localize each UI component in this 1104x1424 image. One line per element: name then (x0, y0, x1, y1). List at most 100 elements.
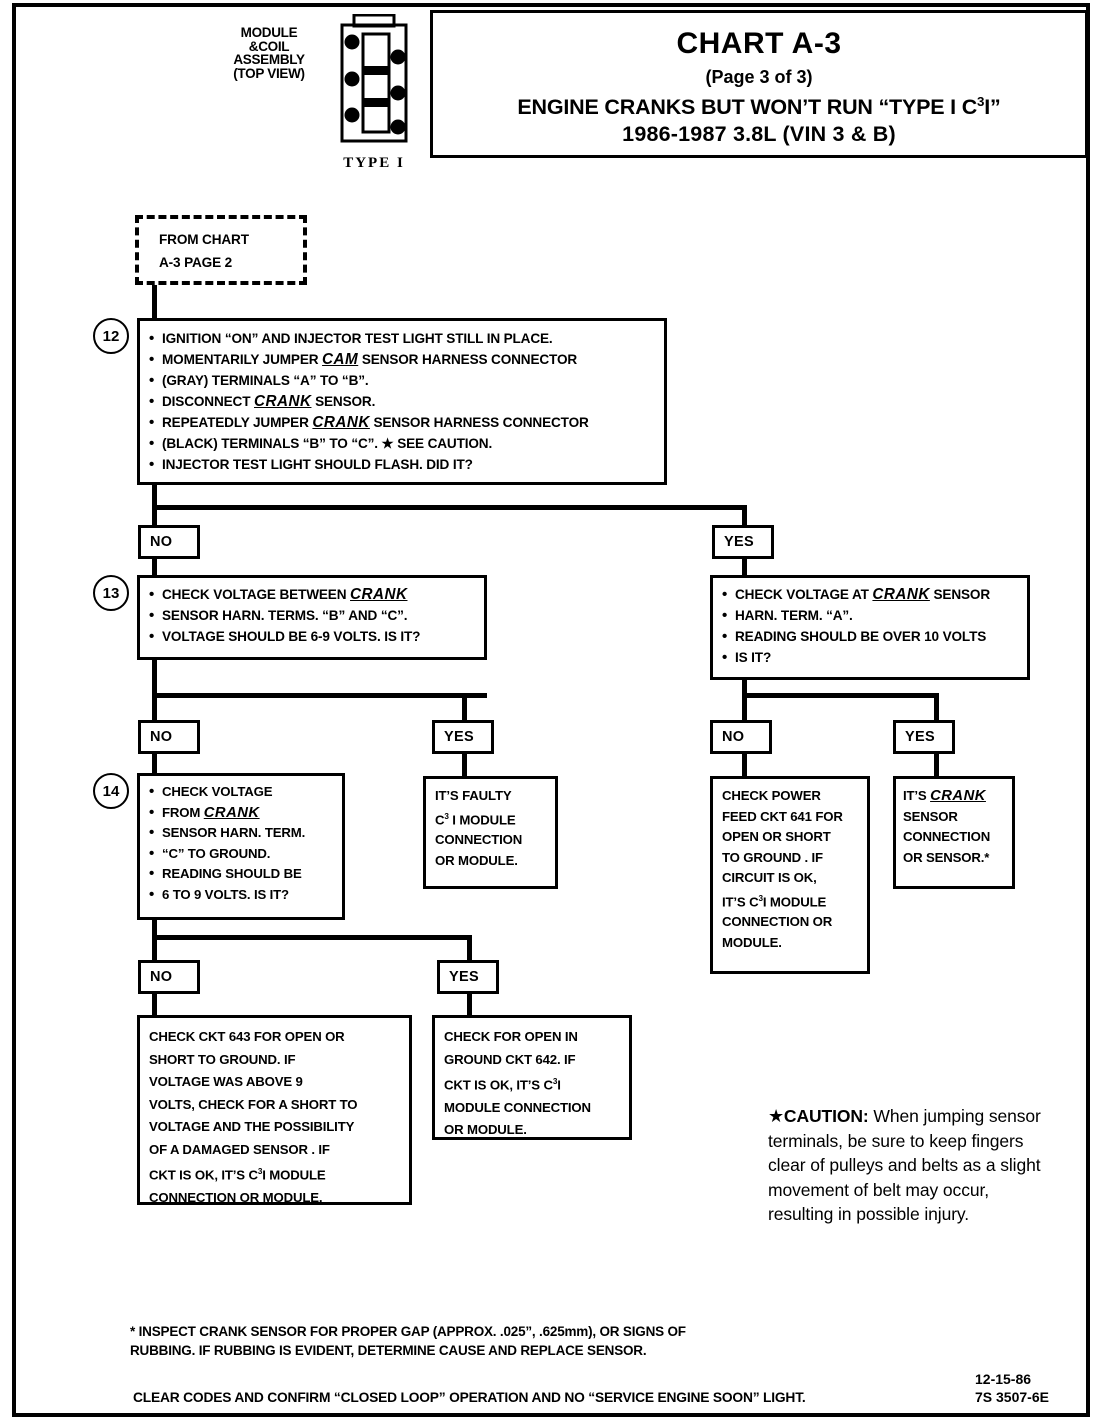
connector-yes-rightcheck (742, 559, 747, 579)
branch-label-no-rightcheck: NO (710, 720, 772, 754)
rightcheck-bullet-2: READING SHOULD BE OVER 10 VOLTS (722, 626, 1023, 647)
cranksensor-line-2: SENSOR (903, 808, 958, 824)
page-title: CHART A-3 (676, 27, 842, 60)
branch-label-yes-step13: YES (432, 720, 494, 754)
document-stamp: 12-15-86 7S 3507-6E (975, 1370, 1085, 1406)
powerfeed-line-4: TO GROUND . IF (722, 849, 823, 865)
document-date: 12-15-86 (975, 1371, 1032, 1387)
subtitle-superscript: 3 (977, 94, 985, 109)
ckt643-line-6: OF A DAMAGED SENSOR . IF (149, 1141, 330, 1157)
caution-note: ★CAUTION: When jumping sensor terminals,… (768, 1104, 1058, 1227)
crank-emphasis-6: CRANK (930, 788, 986, 804)
node-check-power-feed-ckt-641: CHECK POWER FEED CKT 641 FOR OPEN OR SHO… (710, 776, 870, 974)
document-number: 7S 3507-6E (975, 1389, 1049, 1405)
page-border (12, 3, 1090, 1417)
caution-title: CAUTION: (783, 1106, 869, 1126)
branch-label-yes-rightcheck: YES (893, 720, 955, 754)
page-number-label: (Page 3 of 3) (705, 67, 813, 87)
step14-bullet-1-cont3: “C” TO GROUND. (149, 844, 339, 865)
footnote-line-1: * INSPECT CRANK SENSOR FOR PROPER GAP (A… (130, 1324, 686, 1339)
node-step-12: IGNITION “ON” AND INJECTOR TEST LIGHT ST… (137, 318, 667, 485)
crank-emphasis-2: CRANK (312, 414, 370, 431)
ckt643-line-5: VOLTAGE AND THE POSSIBILITY (149, 1119, 355, 1134)
rightcheck-bullet-1-cont: HARN. TERM. “A”. (722, 605, 1023, 626)
step14-bullet-1: CHECK VOLTAGE (149, 782, 339, 803)
step13-bullet-1-cont: SENSOR HARN. TERMS. “B” AND “C”. (149, 605, 480, 626)
ckt643-line-1: CHECK CKT 643 FOR OPEN OR (149, 1029, 345, 1044)
cranksensor-line-3: CONNECTION (903, 829, 991, 844)
step12-bullet-2: MOMENTARILY JUMPER CAM SENSOR HARNESS CO… (149, 349, 658, 370)
faulty-line-3: CONNECTION (435, 832, 523, 848)
from-chart-line-1: FROM CHART (159, 232, 249, 247)
ckt642-line-1: CHECK FOR OPEN IN (444, 1029, 578, 1044)
module-label-line-1: MODULE (240, 25, 298, 40)
ckt642-line-2: GROUND CKT 642. IF (444, 1051, 576, 1067)
subtitle-pre: ENGINE CRANKS BUT WON’T RUN “TYPE I C (517, 95, 978, 120)
node-check-ckt-643: CHECK CKT 643 FOR OPEN OR SHORT TO GROUN… (137, 1015, 412, 1205)
connector-step13-down (152, 660, 157, 722)
crank-emphasis-4: CRANK (872, 586, 930, 603)
from-chart-line-2: A-3 PAGE 2 (159, 255, 233, 270)
node-step-14: CHECK VOLTAGE FROM CRANK SENSOR HARN. TE… (137, 773, 345, 920)
step14-bullet-2-cont: 6 TO 9 VOLTS. IS IT? (149, 885, 339, 906)
connector-rightcheck-right-down (934, 693, 939, 722)
crank-emphasis-5: CRANK (203, 804, 260, 821)
node-its-crank-sensor: IT’S CRANK SENSOR CONNECTION OR SENSOR.* (893, 776, 1015, 889)
powerfeed-line-6: IT’S C3I MODULE (722, 893, 827, 909)
connector-no-ckt643 (152, 994, 157, 1016)
node-from-chart: FROM CHART A-3 PAGE 2 (135, 215, 307, 285)
step14-bullet-1-cont1: FROM CRANK (149, 803, 339, 824)
step-number-14: 14 (93, 773, 129, 809)
connector-step12-right-down (742, 505, 747, 527)
connector-rightcheck-horizontal (742, 693, 939, 698)
ckt643-line-3: VOLTAGE WAS ABOVE 9 (149, 1074, 303, 1089)
branch-label-no-step14: NO (138, 960, 200, 994)
module-label-line-3: ASSEMBLY (233, 52, 305, 67)
step12-bullet-1: IGNITION “ON” AND INJECTOR TEST LIGHT ST… (149, 328, 658, 349)
chart-title-box: CHART A-3 (Page 3 of 3) ENGINE CRANKS BU… (430, 10, 1088, 158)
powerfeed-line-5: CIRCUIT IS OK, (722, 870, 817, 885)
step-number-12: 12 (93, 318, 129, 354)
powerfeed-line-2: FEED CKT 641 FOR (722, 808, 843, 824)
ckt643-line-2: SHORT TO GROUND. IF (149, 1051, 296, 1067)
ckt642-line-5: OR MODULE. (444, 1122, 527, 1138)
connector-step12-down (152, 485, 157, 545)
connector-step13-right-down (462, 693, 467, 722)
connector-yes-ckt642 (467, 994, 472, 1016)
step12-bullet-3: DISCONNECT CRANK SENSOR. (149, 391, 658, 412)
step13-bullet-1: CHECK VOLTAGE BETWEEN CRANK (149, 584, 480, 605)
caution-text: When jumping sensor terminals, be sure t… (768, 1106, 1041, 1224)
step12-bullet-5: INJECTOR TEST LIGHT SHOULD FLASH. DID IT… (149, 454, 658, 475)
connector-fromchart-step12 (152, 285, 157, 321)
bottom-instruction: CLEAR CODES AND CONFIRM “CLOSED LOOP” OP… (133, 1390, 806, 1405)
faulty-line-1: IT’S FAULTY (435, 788, 512, 803)
connector-rightcheck-down (742, 680, 747, 722)
branch-label-yes-step14: YES (437, 960, 499, 994)
connector-no-step14 (152, 754, 157, 776)
ckt642-line-4: MODULE CONNECTION (444, 1099, 591, 1115)
step13-bullet-2: VOLTAGE SHOULD BE 6-9 VOLTS. IS IT? (149, 626, 480, 647)
chart-subtitle: ENGINE CRANKS BUT WON’T RUN “TYPE I C3I” (433, 89, 1085, 120)
module-coil-diagram-icon (330, 13, 418, 146)
step12-bullet-4: REPEATEDLY JUMPER CRANK SENSOR HARNESS C… (149, 412, 658, 433)
footnote-block: * INSPECT CRANK SENSOR FOR PROPER GAP (A… (130, 1322, 1010, 1360)
faulty-line-4: OR MODULE. (435, 852, 518, 868)
step-number-13: 13 (93, 575, 129, 611)
branch-label-yes-step12: YES (712, 525, 774, 559)
cranksensor-line-4: OR SENSOR.* (903, 849, 990, 865)
rightcheck-bullet-1: CHECK VOLTAGE AT CRANK SENSOR (722, 584, 1023, 605)
powerfeed-line-7: CONNECTION OR (722, 914, 833, 930)
node-check-ckt-642: CHECK FOR OPEN IN GROUND CKT 642. IF CKT… (432, 1015, 632, 1140)
ckt643-line-7: CKT IS OK, IT’S C3I MODULE (149, 1167, 326, 1183)
powerfeed-line-1: CHECK POWER (722, 788, 821, 803)
connector-yes-cranksensor (934, 754, 939, 776)
step12-bullet-4-cont: (BLACK) TERMINALS “B” TO “C”. ★ SEE CAUT… (149, 433, 658, 454)
connector-step12-horizontal (152, 505, 747, 510)
connector-no-step13 (152, 559, 157, 579)
cranksensor-line-1: IT’S CRANK (903, 788, 986, 804)
cam-emphasis: CAM (322, 351, 359, 368)
connector-no-powerfeed (742, 754, 747, 776)
step14-bullet-2: READING SHOULD BE (149, 864, 339, 885)
step14-bullet-1-cont2: SENSOR HARN. TERM. (149, 823, 339, 844)
